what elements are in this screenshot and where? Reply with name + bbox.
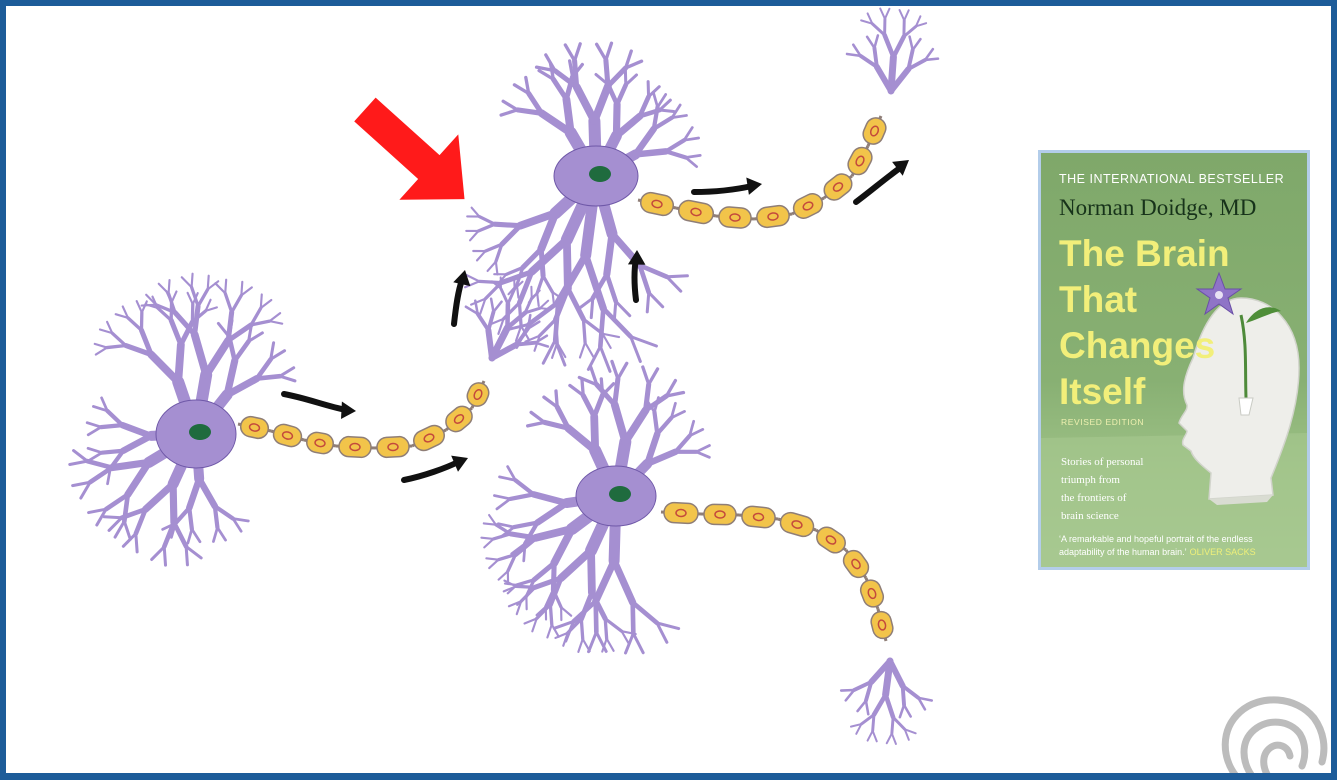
myelin-sheath [813,523,849,556]
book-tagline: THE INTERNATIONAL BESTSELLER [1059,172,1284,186]
book-subtitle-line: triumph from [1061,471,1161,489]
book-title-line: Changes [1059,323,1299,369]
nucleus [609,486,631,502]
axon-left [238,380,492,458]
book-title-line: That [1059,277,1299,323]
signal-direction-arrow-icon [453,270,470,324]
axon-bottom [661,502,895,641]
nucleus [589,166,611,182]
myelin-sheath [869,609,895,640]
myelin-sheath [376,436,409,458]
myelin-sheath [778,510,816,539]
book-title: The Brain That Changes Itself [1059,231,1299,415]
axon-center [638,115,889,229]
myelin-sheath [663,502,698,524]
myelin-sheath [639,191,675,217]
nucleus [189,424,211,440]
myelin-sheath [305,431,335,456]
myelin-sheath [790,190,826,221]
myelin-sheath [410,422,447,454]
myelin-sheath [860,115,889,147]
myelin-sheath [677,199,715,225]
book-subtitle-line: the frontiers of [1061,489,1161,507]
axon-terminal-center [847,8,938,91]
myelin-sheath [704,504,737,525]
book-title-line: The Brain [1059,231,1299,277]
book-subtitle-line: brain science [1061,507,1161,525]
myelin-sheath [718,206,752,228]
myelin-sheath [858,577,886,610]
myelin-sheath [820,170,856,204]
spiral-head-logo-icon [1214,696,1331,776]
myelin-sheath [338,436,371,458]
red-arrow-icon [335,77,493,232]
myelin-sheath [840,547,873,582]
book-quote: ‘A remarkable and hopeful portrait of th… [1059,533,1299,559]
book-subtitle-line: Stories of personal [1061,453,1161,471]
book-edition: REVISED EDITION [1061,417,1144,427]
axon-terminal-bottom [841,661,932,744]
book-quote-source: OLIVER SACKS [1190,547,1256,557]
myelin-sheath [464,380,492,410]
myelin-sheath [239,415,270,440]
signal-direction-arrow-icon [404,456,468,480]
myelin-sheath [741,505,776,528]
myelin-sheath [845,144,876,178]
signal-direction-arrow-icon [284,394,356,419]
myelin-sheath [271,422,303,449]
book-author: Norman Doidge, MD [1059,195,1256,221]
book-title-line: Itself [1059,369,1299,415]
book-subtitle: Stories of personal triumph from the fro… [1061,453,1161,525]
signal-direction-arrow-icon [694,178,762,195]
myelin-sheath [756,204,791,228]
book-cover: THE INTERNATIONAL BESTSELLER Norman Doid… [1038,150,1310,570]
